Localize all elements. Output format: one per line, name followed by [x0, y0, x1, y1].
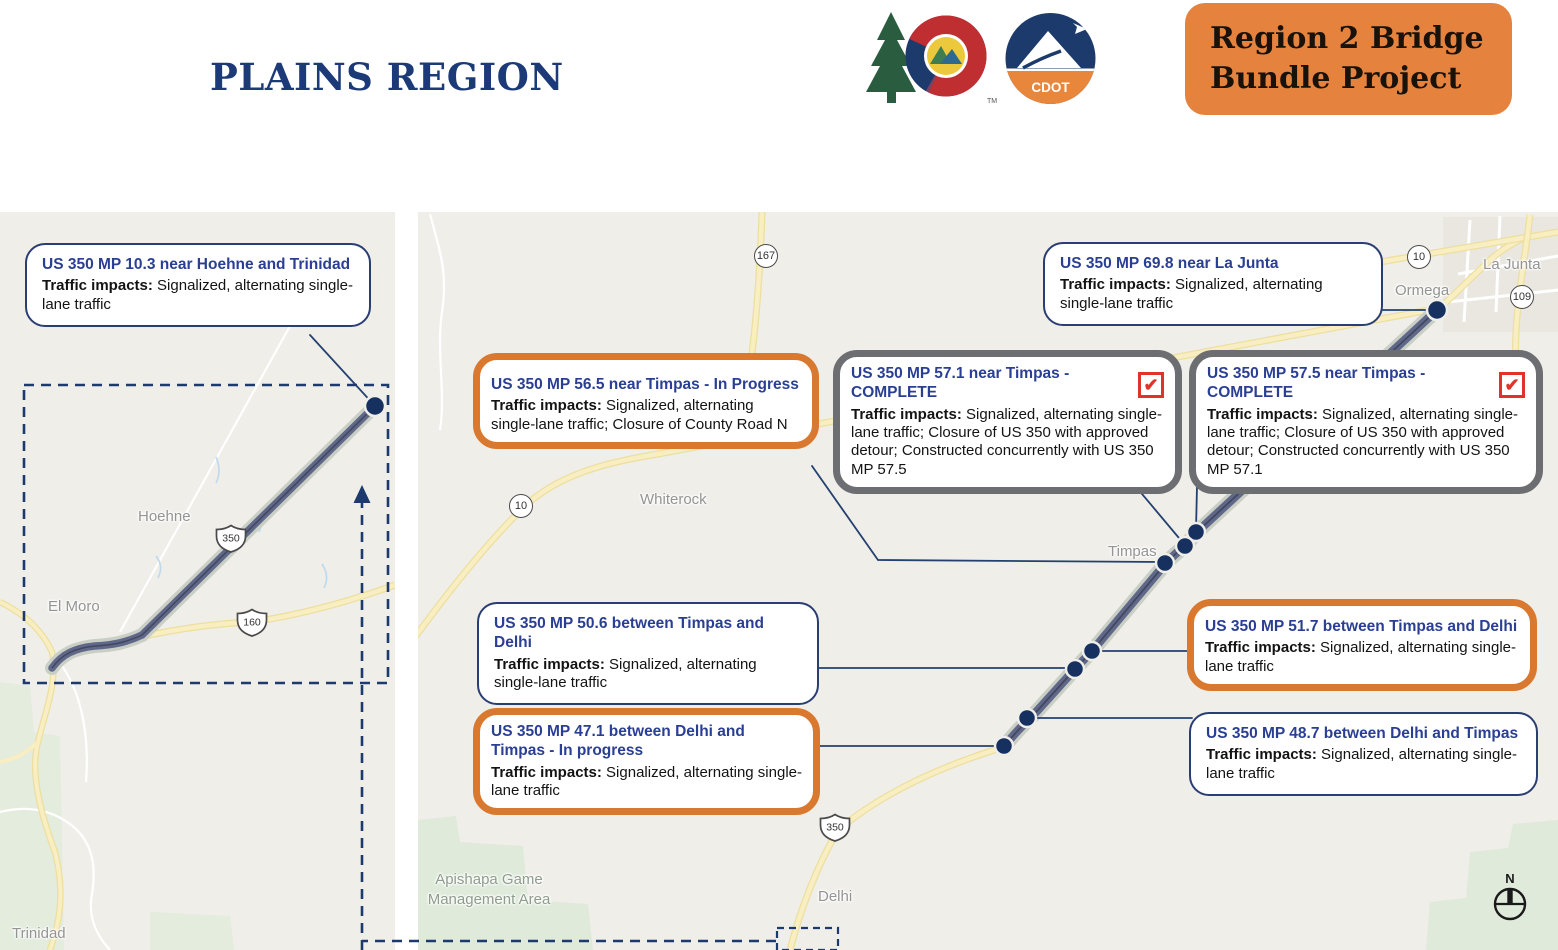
callout-mp57-5: US 350 MP 57.5 near Timpas - COMPLETE ✔ … [1189, 350, 1543, 494]
callout-mp69-8: US 350 MP 69.8 near La Junta Traffic imp… [1043, 242, 1383, 326]
svg-text:350: 350 [826, 822, 844, 834]
impacts-text: Signalized, alternating single-lane traf… [1206, 746, 1517, 782]
checkmark-icon: ✔ [1504, 374, 1520, 395]
impacts-text: Signalized, alternating single-lane traf… [1207, 405, 1518, 478]
impacts-label: Traffic impacts: [494, 655, 605, 673]
route-10-shield-east: 10 [1407, 245, 1431, 269]
impacts-label: Traffic impacts: [851, 405, 962, 423]
colorado-c-icon [905, 15, 987, 97]
callout-mp48-7: US 350 MP 48.7 between Delhi and Timpas … [1189, 712, 1538, 796]
svg-text:160: 160 [243, 617, 261, 629]
callout-mp57-1: US 350 MP 57.1 near Timpas - COMPLETE ✔ … [833, 350, 1182, 494]
impacts-label: Traffic impacts: [491, 397, 602, 415]
impacts-text: Signalized, alternating single-lane traf… [1205, 639, 1516, 675]
park-area-shape [0, 682, 64, 950]
callout-mp56-5: US 350 MP 56.5 near Timpas - In Progress… [473, 353, 819, 449]
cdot-logo: CDOT [1005, 13, 1096, 104]
callout-title: US 350 MP 51.7 between Timpas and Delhi [1205, 618, 1518, 635]
town-label-el-moro: El Moro [48, 598, 100, 615]
us160-shield: 160 [236, 608, 268, 637]
town-label-hoehne: Hoehne [138, 508, 191, 525]
compass-icon: N [1493, 871, 1527, 921]
callout-title: US 350 MP 50.6 between Timpas and Delhi [494, 615, 764, 652]
route-109-shield: 109 [1510, 285, 1534, 309]
trademark-label: TM [987, 98, 997, 105]
mountains-icon [930, 46, 962, 64]
cdot-label: CDOT [1031, 80, 1070, 95]
callout-title: US 350 MP 48.7 between Delhi and Timpas [1206, 725, 1519, 742]
us350-delhi-road [786, 743, 1006, 950]
airplane-icon [1073, 23, 1087, 34]
main-map-graphics [418, 212, 1558, 950]
road-icon [1022, 49, 1062, 70]
callout-body: Traffic impacts: Signalized, alternating… [1060, 276, 1366, 313]
creek [215, 456, 220, 484]
checkmark-icon: ✔ [1143, 374, 1159, 395]
callout-mp47-1: US 350 MP 47.1 between Delhi and Timpas … [473, 708, 820, 816]
complete-checkbox: ✔ [1138, 371, 1164, 398]
callout-body: Traffic impacts: Signalized, alternating… [1206, 746, 1521, 783]
town-label-whiterock: Whiterock [640, 491, 707, 508]
us350-shield: 350 [215, 524, 247, 553]
impacts-text: Signalized, alternating single-lane traf… [1060, 276, 1323, 312]
callout-body: Traffic impacts: Signalized, alternating… [491, 764, 802, 801]
pine-tree-icon [866, 12, 916, 92]
impacts-label: Traffic impacts: [1060, 276, 1171, 294]
colorado-logo: TM [866, 12, 997, 105]
callout-mp51-7: US 350 MP 51.7 between Timpas and Delhi … [1187, 599, 1537, 691]
callout-title: US 350 MP 69.8 near La Junta [1060, 255, 1279, 272]
us350-shield-main: 350 [819, 813, 851, 842]
callout-body: Traffic impacts: Signalized, alternating… [1205, 639, 1519, 676]
town-label-trinidad: Trinidad [12, 925, 66, 942]
callout-body: Traffic impacts: Signalized, alternating… [1207, 406, 1525, 479]
mountain-icon [1017, 31, 1081, 68]
badge-line1: Region 2 Bridge [1210, 21, 1484, 57]
callout-title: US 350 MP 57.1 near Timpas - COMPLETE [851, 365, 1070, 402]
impacts-label: Traffic impacts: [1206, 746, 1317, 764]
project-badge: Region 2 Bridge Bundle Project [1185, 3, 1512, 115]
park-area-shape [1426, 820, 1558, 950]
svg-text:N: N [1505, 871, 1514, 886]
route-10-shield-west: 10 [509, 494, 533, 518]
badge-line2: Bundle Project [1210, 61, 1462, 96]
town-label-la-junta: La Junta [1483, 256, 1541, 273]
town-label-delhi: Delhi [818, 888, 853, 905]
main-map-panel: Whiterock Timpas La Junta Ormega Delhi A… [418, 212, 1558, 950]
impacts-text: Signalized, alternating single-lane traf… [851, 405, 1162, 478]
callout-body: Traffic impacts: Signalized, alternating… [42, 277, 354, 314]
callout-mp10-3: US 350 MP 10.3 near Hoehne and Trinidad … [25, 243, 371, 327]
town-label-timpas: Timpas [1108, 543, 1157, 560]
callout-title: US 350 MP 10.3 near Hoehne and Trinidad [42, 256, 351, 273]
impacts-label: Traffic impacts: [1207, 405, 1318, 423]
local-road [0, 807, 111, 950]
callout-title: US 350 MP 47.1 between Delhi and Timpas … [491, 723, 745, 760]
impacts-label: Traffic impacts: [491, 763, 602, 781]
svg-text:350: 350 [222, 533, 240, 545]
route-167-shield: 167 [754, 244, 778, 268]
callout-mp50-6: US 350 MP 50.6 between Timpas and Delhi … [477, 602, 819, 706]
impacts-text: Signalized, alternating single-lane traf… [491, 397, 788, 433]
callout-title: US 350 MP 56.5 near Timpas - In Progress [491, 376, 799, 393]
impacts-label: Traffic impacts: [1205, 639, 1316, 657]
park-area-shape [150, 912, 234, 950]
page-title: PLAINS REGION [210, 55, 564, 99]
callout-body: Traffic impacts: Signalized, alternating… [851, 406, 1164, 479]
callout-title: US 350 MP 57.5 near Timpas - COMPLETE [1207, 365, 1426, 402]
impacts-text: Signalized, alternating single-lane traf… [42, 277, 353, 313]
creek [321, 563, 328, 589]
trinidad-road [0, 740, 40, 764]
callout-body: Traffic impacts: Signalized, alternating… [491, 397, 801, 434]
callout-body: Traffic impacts: Signalized, alternating… [494, 656, 802, 693]
area-label-apishapa: Apishapa Game Management Area [427, 871, 551, 909]
town-label-ormega: Ormega [1395, 282, 1450, 299]
river [428, 213, 446, 431]
complete-checkbox: ✔ [1499, 371, 1525, 398]
impacts-label: Traffic impacts: [42, 277, 153, 295]
